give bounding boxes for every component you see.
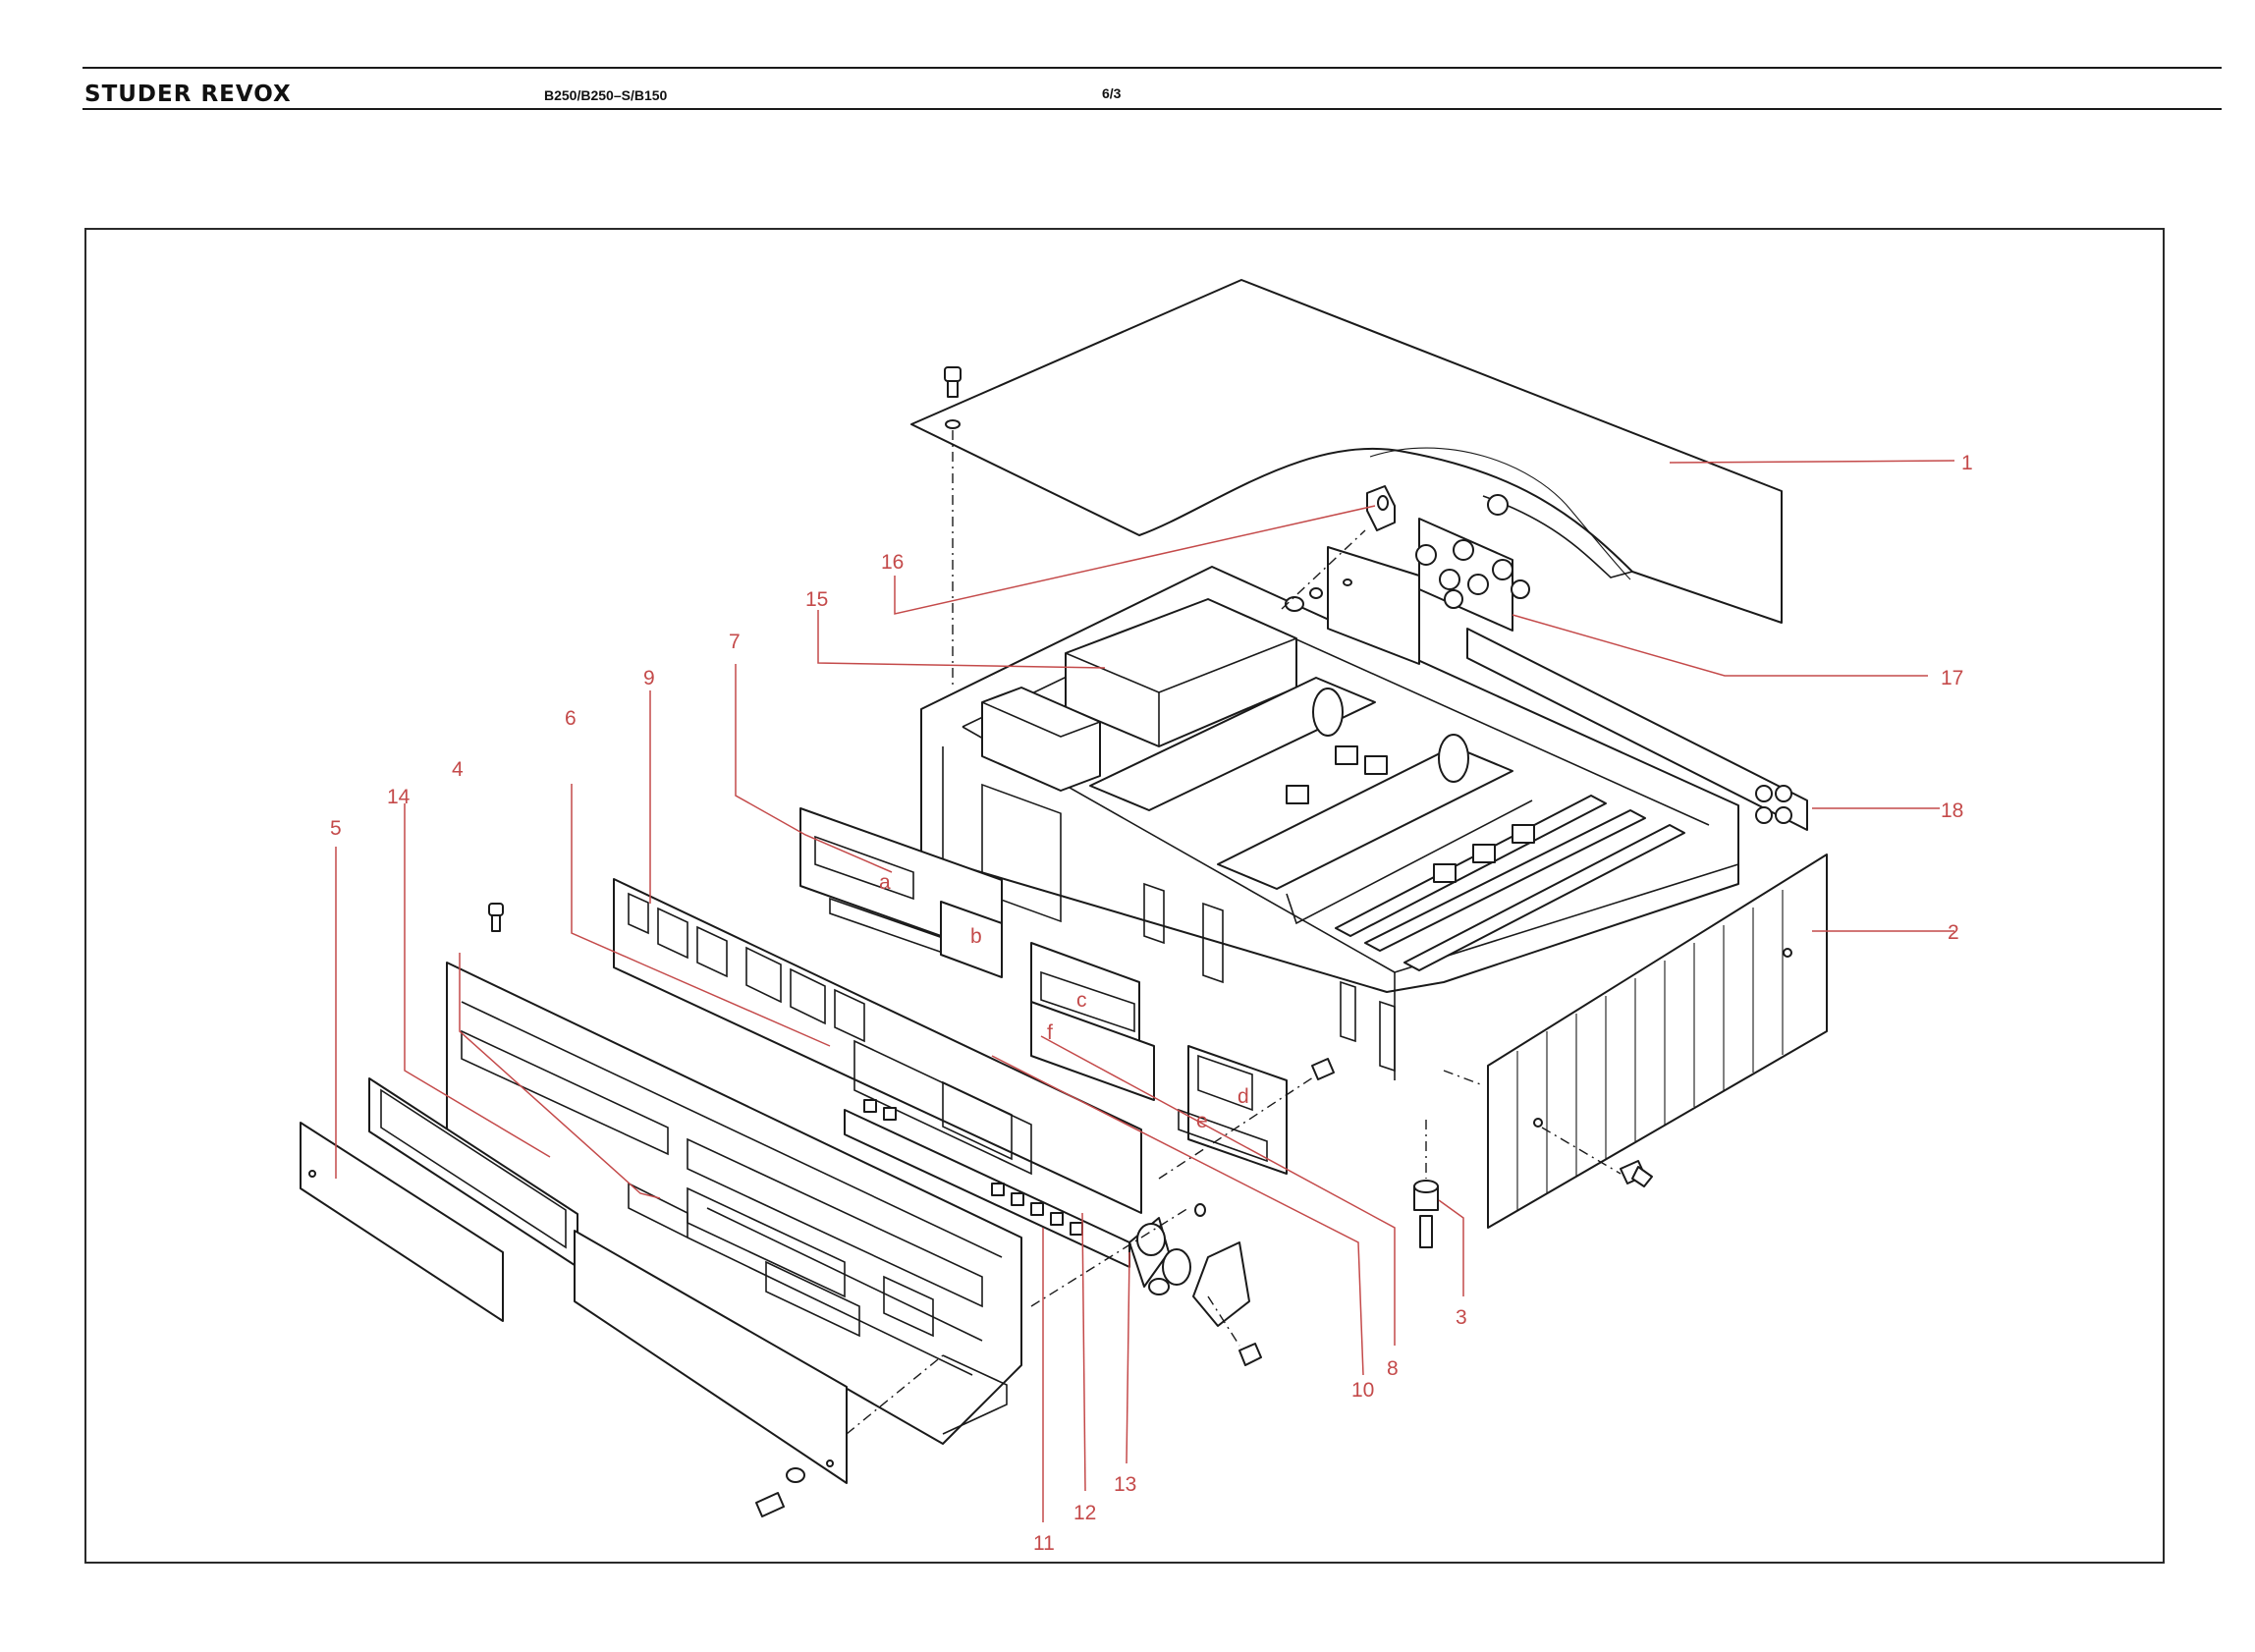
callout-e: e bbox=[1196, 1110, 1208, 1132]
callout-4: 4 bbox=[452, 758, 464, 781]
callout-14: 14 bbox=[387, 786, 411, 808]
callout-c: c bbox=[1076, 989, 1087, 1012]
front-panel-screw-top bbox=[489, 904, 503, 931]
front-screw bbox=[1312, 1059, 1334, 1079]
callout-d: d bbox=[1238, 1085, 1249, 1108]
rear-connector-board bbox=[1328, 495, 1529, 664]
callout-5: 5 bbox=[330, 817, 342, 840]
callout-12: 12 bbox=[1073, 1502, 1096, 1524]
callout-1: 1 bbox=[1961, 452, 1973, 474]
callout-9: 9 bbox=[643, 667, 655, 689]
callout-6: 6 bbox=[565, 707, 577, 730]
bracket bbox=[1367, 486, 1395, 530]
callout-15: 15 bbox=[805, 588, 828, 611]
callout-13: 13 bbox=[1114, 1473, 1136, 1496]
callout-18: 18 bbox=[1941, 799, 1963, 822]
callout-10: 10 bbox=[1351, 1379, 1374, 1402]
callout-17: 17 bbox=[1941, 667, 1963, 689]
bottom-screw bbox=[756, 1468, 804, 1516]
headphone-socket bbox=[1129, 1204, 1261, 1365]
callout-16: 16 bbox=[881, 551, 904, 574]
callout-7: 7 bbox=[729, 631, 741, 653]
callout-2: 2 bbox=[1948, 921, 1959, 944]
callout-a: a bbox=[879, 871, 891, 894]
foot bbox=[1414, 1181, 1438, 1247]
side-panel-screw bbox=[1621, 1161, 1652, 1186]
callout-11: 11 bbox=[1033, 1532, 1055, 1555]
callout-b: b bbox=[970, 925, 982, 948]
callout-3: 3 bbox=[1456, 1306, 1467, 1329]
callout-8: 8 bbox=[1387, 1357, 1399, 1380]
callout-f: f bbox=[1047, 1021, 1053, 1044]
